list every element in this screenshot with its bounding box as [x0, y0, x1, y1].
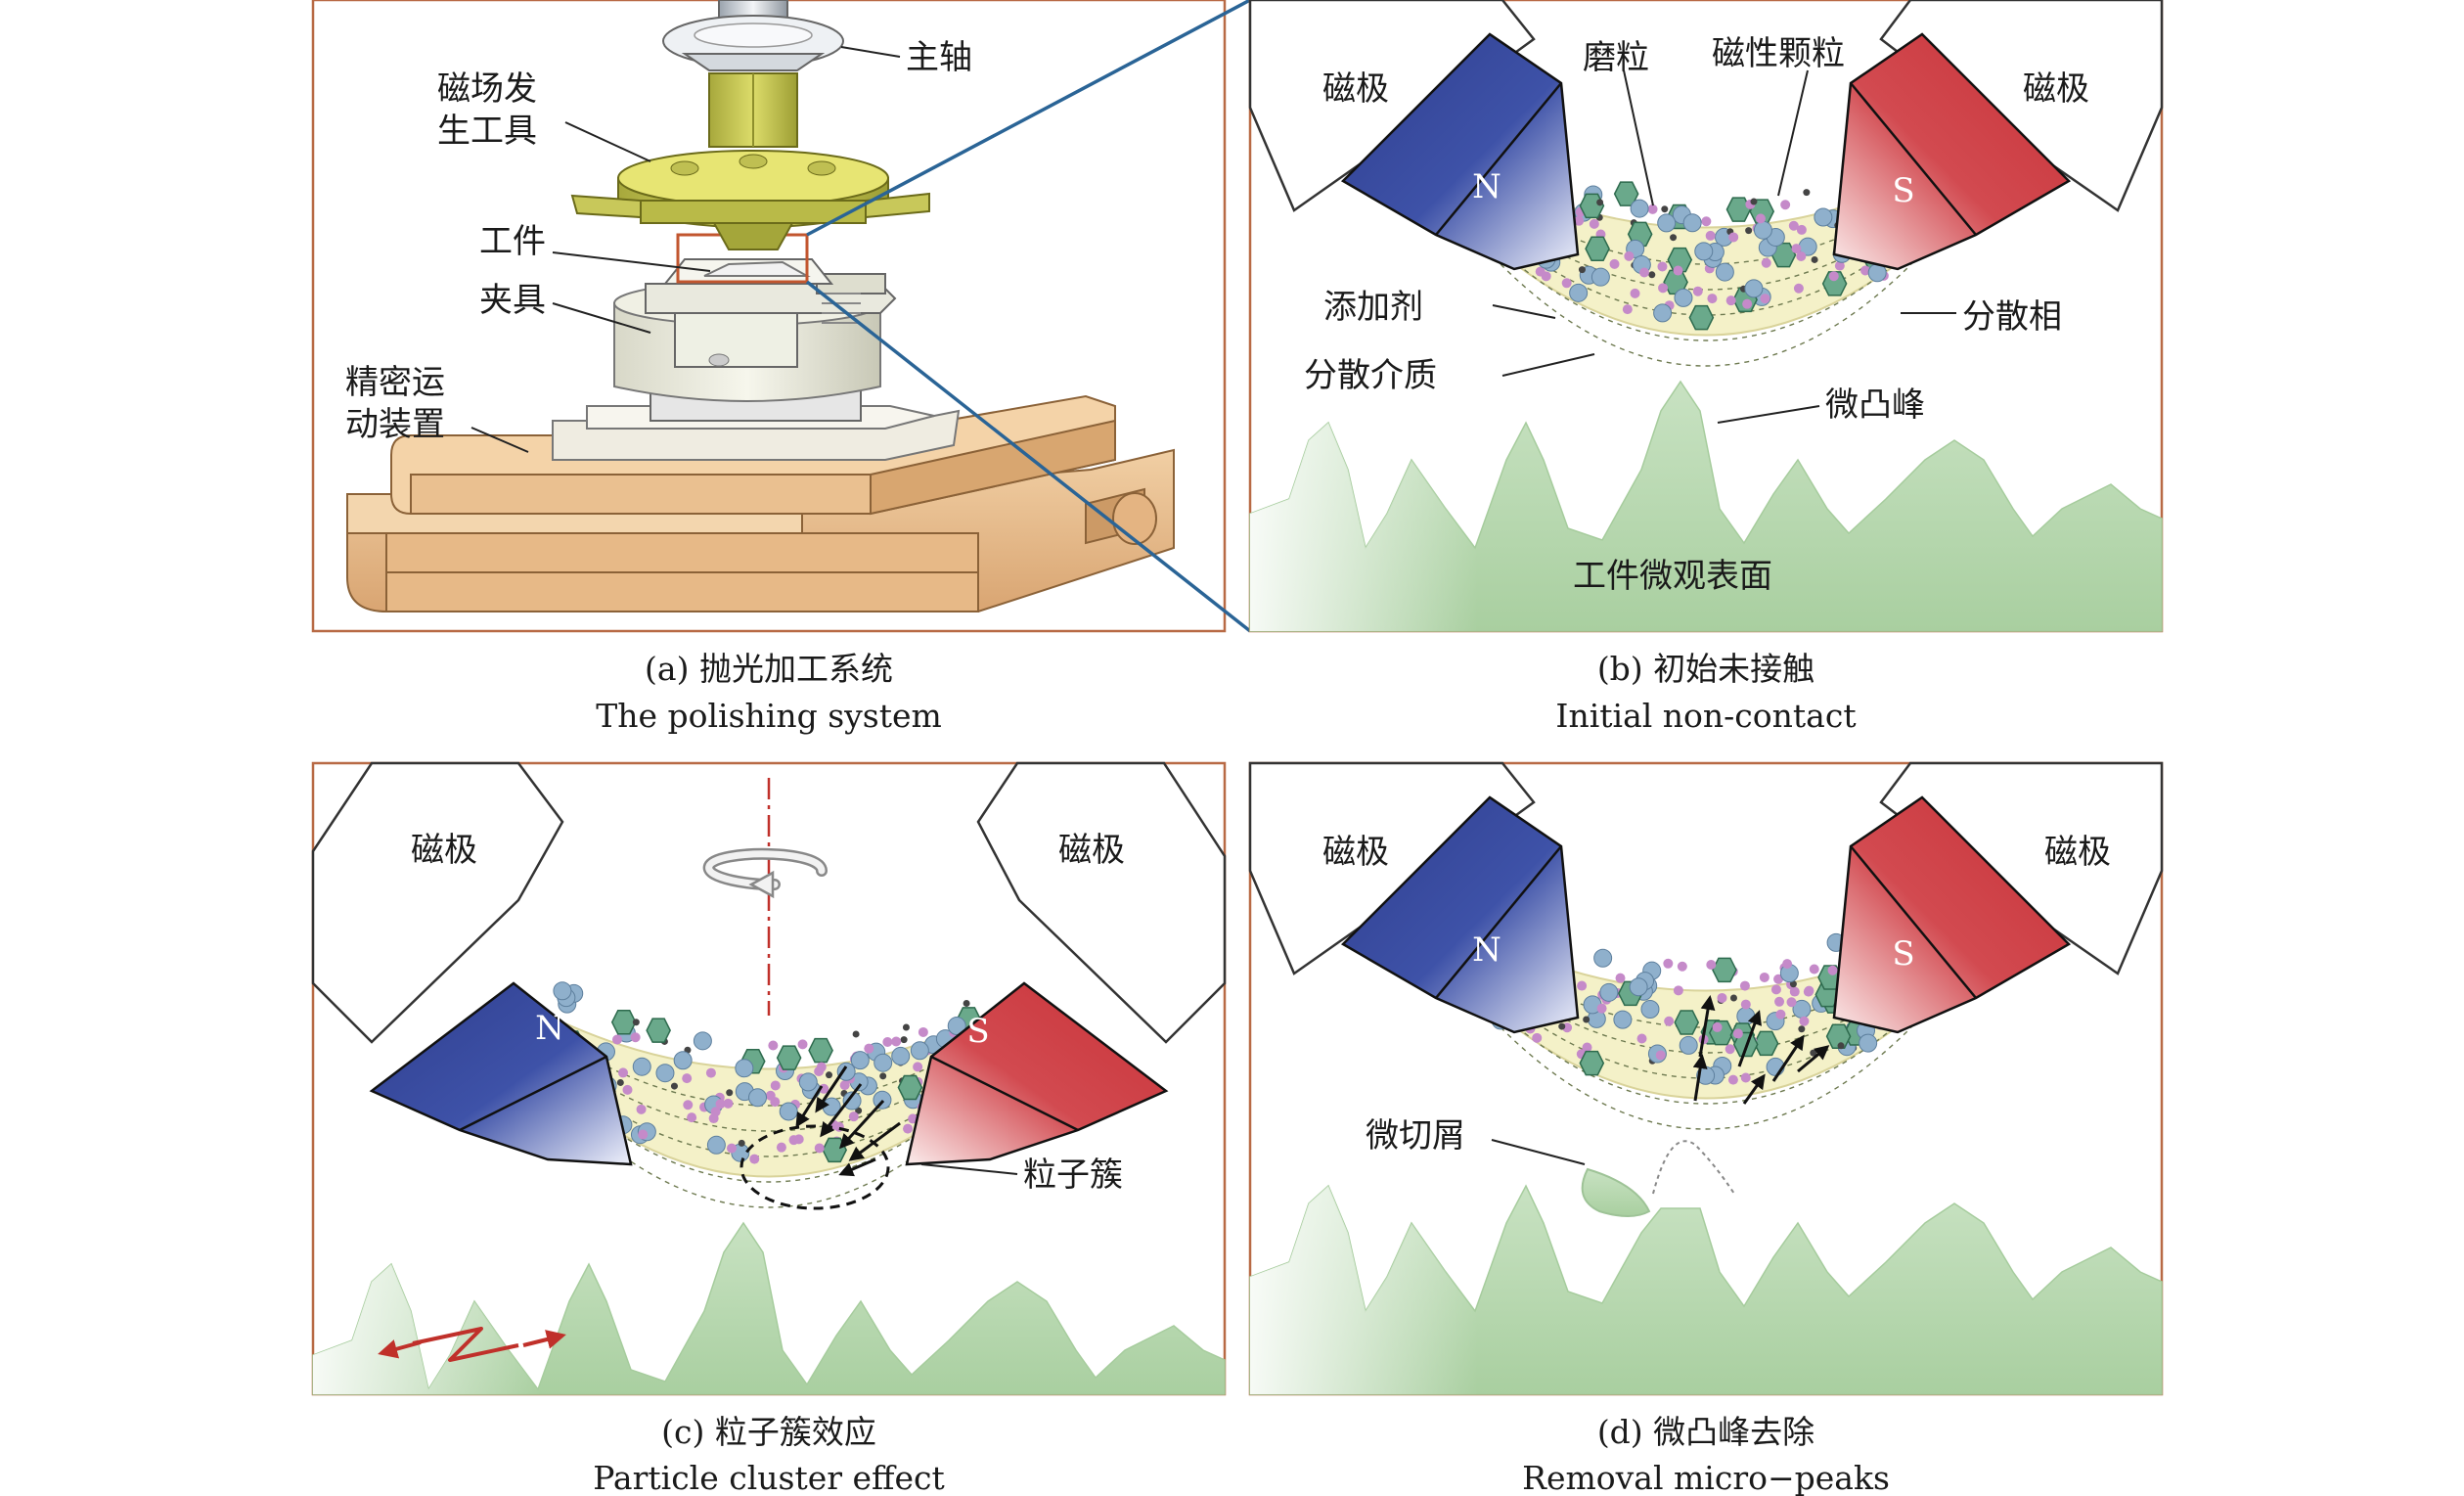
leader-field-tool	[564, 121, 651, 162]
spindle-drawing	[662, 0, 844, 71]
label-motion-line1: 精密运	[345, 363, 445, 402]
field-tool-drawing	[570, 72, 930, 250]
pole-label-right: 磁极	[1058, 831, 1125, 870]
panel-b: N S 磁极 磁极 磨粒 磁性颗粒 添加剂 分散相 分散介质 微凸峰 工件微观表…	[1248, 0, 2164, 633]
north-label: N	[1472, 930, 1501, 970]
label-cluster: 粒子簇	[1023, 1156, 1123, 1195]
pole-label-left: 磁极	[1322, 833, 1389, 872]
rotation-arrow-icon	[702, 847, 828, 899]
zoom-line-bottom	[805, 280, 1252, 633]
panel-a: 主轴 磁场发 生工具 工件 夹具 精密运 动装置	[311, 0, 1227, 633]
surface-b	[1249, 380, 2163, 632]
fixture-drawing	[613, 258, 897, 422]
caption-c-cn: (c) 粒子簇效应	[661, 1413, 876, 1451]
south-label: S	[1892, 171, 1914, 210]
leader-micro-peak	[1717, 405, 1820, 424]
label-micro-peak: 微凸峰	[1825, 385, 1925, 425]
caption-d-en: Removal micro−peaks	[1522, 1459, 1890, 1496]
removed-peak-outline	[1652, 1140, 1735, 1195]
panel-d: N S 磁极 磁极 微切屑	[1248, 761, 2164, 1396]
leader-fixture	[552, 302, 651, 334]
caption-d-cn: (d) 微凸峰去除	[1597, 1413, 1814, 1451]
surface-d	[1249, 1184, 2163, 1395]
label-spindle: 主轴	[906, 38, 972, 77]
leader-abrasive	[1623, 69, 1654, 206]
label-fixture: 夹具	[479, 281, 546, 320]
leader-spindle	[840, 46, 901, 58]
pole-label-right: 磁极	[2044, 833, 2111, 872]
leader-additive	[1492, 304, 1556, 319]
caption-a-cn: (a) 抛光加工系统	[645, 650, 893, 688]
chip-drawing	[1581, 1167, 1651, 1217]
leader-medium	[1501, 353, 1595, 377]
label-chip: 微切屑	[1366, 1116, 1465, 1156]
label-surface: 工件微观表面	[1573, 557, 1772, 596]
pole-label-right: 磁极	[2023, 69, 2089, 109]
label-workpiece: 工件	[479, 222, 546, 261]
poles-d	[1248, 761, 2164, 1034]
removal-arrows	[1692, 995, 1830, 1105]
label-dispersed-phase: 分散相	[1962, 297, 2062, 337]
label-field-tool-line2: 生工具	[437, 112, 537, 151]
caption-a-en: The polishing system	[596, 697, 942, 735]
leader-workpiece	[552, 251, 711, 272]
workpiece-drawing	[703, 260, 811, 277]
cluster-arrows	[795, 1065, 901, 1177]
surface-c	[312, 1221, 1226, 1395]
poles-b	[1248, 0, 2164, 271]
caption-c-en: Particle cluster effect	[593, 1459, 945, 1496]
label-medium: 分散介质	[1304, 356, 1437, 395]
feed-motion-icon	[378, 1327, 566, 1362]
panel-c: N S 磁极 磁极 粒子簇	[311, 761, 1227, 1396]
label-motion-line2: 动装置	[345, 405, 445, 444]
label-field-tool-line1: 磁场发	[437, 69, 537, 109]
north-label: N	[1472, 167, 1501, 206]
leader-magnetic-particle	[1777, 69, 1809, 197]
poles-c	[311, 761, 1227, 1166]
south-label: S	[1892, 934, 1914, 974]
caption-b-en: Initial non-contact	[1555, 697, 1856, 735]
south-label: S	[966, 1012, 989, 1051]
label-magnetic-particle: 磁性颗粒	[1712, 34, 1845, 73]
leader-chip	[1491, 1139, 1586, 1165]
leader-cluster	[920, 1163, 1018, 1175]
cluster-outline	[739, 1124, 890, 1210]
label-additive: 添加剂	[1323, 288, 1423, 327]
north-label: N	[535, 1009, 564, 1048]
motion-stage	[346, 394, 1175, 612]
label-abrasive: 磨粒	[1583, 38, 1649, 77]
leader-motion	[470, 427, 529, 453]
zoom-line-top	[806, 0, 1251, 237]
caption-b-cn: (b) 初始未接触	[1597, 650, 1814, 688]
pole-label-left: 磁极	[411, 831, 477, 870]
pole-label-left: 磁极	[1322, 69, 1389, 109]
